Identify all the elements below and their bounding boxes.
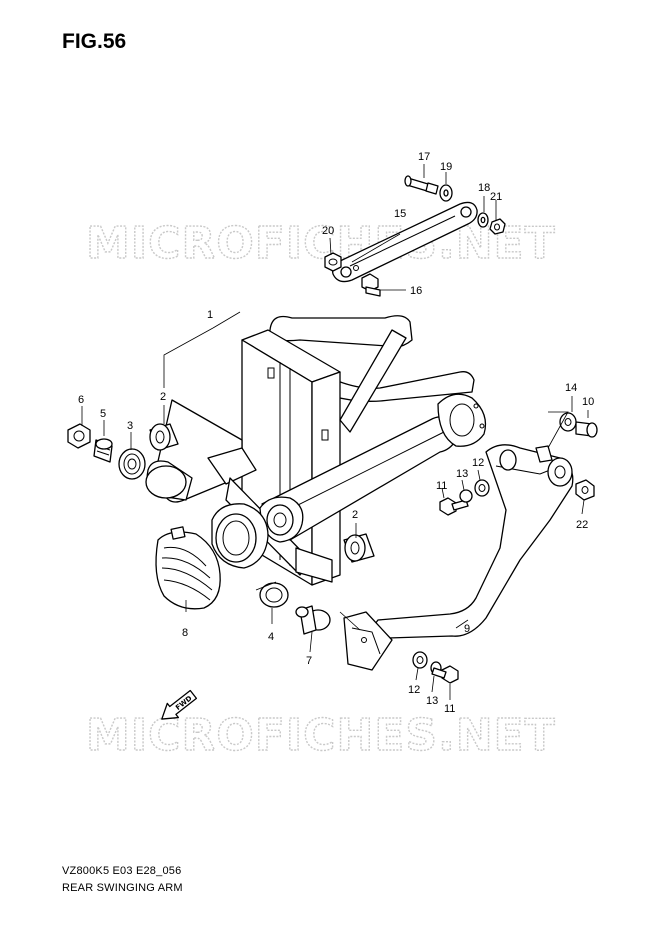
callout-14: 14 (565, 382, 577, 394)
callout-21: 21 (490, 191, 502, 203)
callout-11-lower: 11 (444, 703, 455, 715)
callout-18: 18 (478, 182, 490, 194)
part-2-bushing-lower (343, 533, 375, 563)
part-16-bolt (361, 273, 381, 297)
callout-10: 10 (582, 396, 594, 408)
part-8-boot (155, 526, 221, 610)
part-22-nut (575, 479, 595, 501)
leader-lines (81, 164, 589, 700)
callout-12-upper: 12 (472, 457, 484, 469)
part-9-torque-bracket (343, 444, 574, 671)
part-1-swing-arm (145, 315, 487, 586)
part-20-nut (324, 252, 342, 272)
callout-17: 17 (418, 151, 430, 163)
callout-4: 4 (268, 631, 274, 643)
callout-2-lower: 2 (352, 509, 358, 521)
part-3-bearing (118, 448, 146, 480)
callout-12-lower: 12 (408, 684, 420, 696)
part-12-collar-upper (474, 479, 490, 497)
callout-7: 7 (306, 655, 312, 667)
callout-8: 8 (182, 627, 188, 639)
callout-13-upper: 13 (456, 468, 468, 480)
callout-5: 5 (100, 408, 106, 420)
callout-9: 9 (464, 623, 470, 635)
part-19-washer (439, 184, 453, 202)
callout-2-upper: 2 (160, 391, 166, 403)
part-11-bolt-lower (431, 665, 459, 684)
figure-title: FIG.56 (62, 30, 127, 53)
watermark-top: MICROFICHES.NET (86, 218, 556, 269)
part-12-collar-lower (412, 651, 428, 669)
part-6-nut (67, 423, 91, 449)
part-13-washer-upper (459, 489, 473, 503)
torque-link-assembly (324, 175, 506, 297)
part-18-washer (477, 212, 489, 228)
callout-1: 1 (207, 309, 213, 321)
callout-16: 16 (410, 285, 422, 297)
callout-6: 6 (78, 394, 84, 406)
figure-code: VZ800K5 E03 E28_056 (62, 865, 182, 877)
part-10-bolt (575, 421, 598, 438)
part-17-bolt (404, 175, 439, 195)
callout-11-upper: 11 (436, 480, 447, 492)
callout-15: 15 (394, 208, 406, 220)
part-11-bolt-upper (439, 497, 469, 516)
part-14-collar (559, 412, 577, 432)
callout-22: 22 (576, 519, 588, 531)
figure-caption: REAR SWINGING ARM (62, 882, 183, 894)
callout-19: 19 (440, 161, 452, 173)
part-5-pivot-bolt (93, 438, 113, 463)
watermark-bottom: MICROFICHES.NET (86, 710, 556, 761)
callout-labels: 1 2 2 3 4 5 6 7 8 9 10 11 11 12 12 13 13… (78, 151, 594, 715)
part-21-nut (489, 218, 506, 235)
callout-13-lower: 13 (426, 695, 438, 707)
callout-3: 3 (127, 420, 133, 432)
callout-20: 20 (322, 225, 334, 237)
part-2-bushing-upper (149, 423, 179, 451)
part-7-pivot-shaft (295, 605, 331, 635)
